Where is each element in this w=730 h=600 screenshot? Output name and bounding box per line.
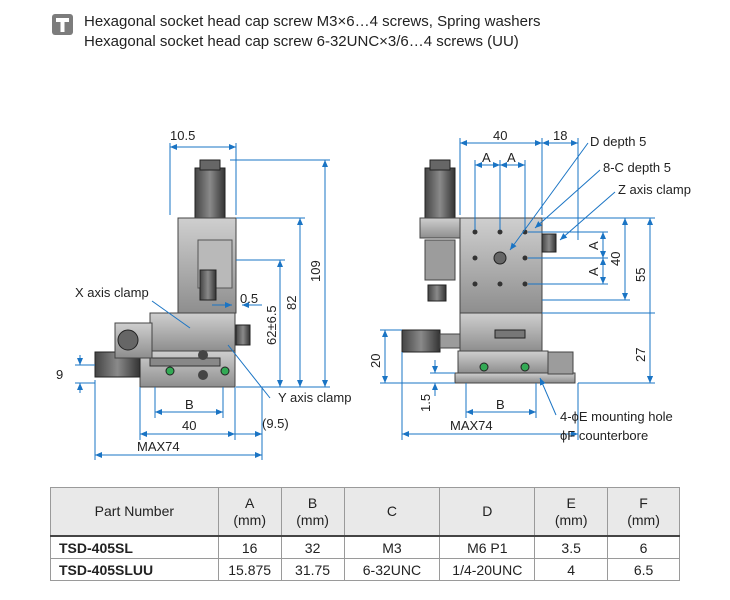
dim-9-5: (9.5) bbox=[262, 416, 289, 431]
dim-9: 9 bbox=[56, 367, 63, 382]
dim-a-top-2: A bbox=[507, 150, 516, 165]
x-slide bbox=[139, 350, 236, 388]
table-cell: M6 P1 bbox=[439, 535, 536, 559]
header-line-1: Hexagonal socket head cap screw M3×6…4 s… bbox=[84, 13, 541, 30]
label-y-axis-clamp: Y axis clamp bbox=[278, 390, 351, 405]
table-row: TSD-405SLUU 15.875 31.75 6-32UNC 1/4-20U… bbox=[50, 558, 680, 581]
label-counterbore: ϕF counterbore bbox=[560, 428, 648, 443]
label-d-depth: D depth 5 bbox=[590, 134, 646, 149]
dim-10-5: 10.5 bbox=[170, 128, 195, 143]
table-cell: 15.875 bbox=[217, 558, 282, 581]
dim-b-left: B bbox=[185, 397, 194, 412]
dim-27: 27 bbox=[633, 348, 648, 362]
dim-55: 55 bbox=[633, 268, 648, 282]
dim-20: 20 bbox=[368, 354, 383, 368]
table-cell: 6 bbox=[607, 535, 680, 559]
dim-a-v-1: A bbox=[586, 241, 601, 250]
label-c-depth: 8-C depth 5 bbox=[603, 160, 671, 175]
dim-a-top-1: A bbox=[482, 150, 491, 165]
dim-a-v-2: A bbox=[586, 267, 601, 276]
dim-max74-left: MAX74 bbox=[137, 439, 180, 454]
table-cell: 3.5 bbox=[534, 535, 609, 559]
front-view bbox=[401, 159, 576, 384]
dim-max74-right: MAX74 bbox=[450, 418, 493, 433]
dim-109: 109 bbox=[308, 260, 323, 282]
header-note: Hexagonal socket head cap screw M3×6…4 s… bbox=[52, 12, 712, 52]
label-mounting-hole: 4-ϕE mounting hole bbox=[560, 409, 673, 424]
dim-b-right: B bbox=[496, 397, 505, 412]
col-header: B(mm) bbox=[280, 487, 345, 537]
col-header: D bbox=[439, 487, 536, 537]
label-x-axis-clamp: X axis clamp bbox=[75, 285, 149, 300]
label-z-axis-clamp: Z axis clamp bbox=[618, 182, 691, 197]
y-slide bbox=[149, 312, 236, 352]
dim-40-left: 40 bbox=[182, 418, 196, 433]
table-cell: 1/4-20UNC bbox=[439, 558, 536, 581]
col-header: C bbox=[343, 487, 441, 537]
table-cell: 31.75 bbox=[280, 558, 345, 581]
table-cell: TSD-405SLUU bbox=[50, 558, 219, 581]
spec-table: Part Number A(mm) B(mm) C D E(mm) F(mm) … bbox=[50, 487, 680, 581]
col-header: F(mm) bbox=[607, 487, 680, 537]
col-header: Part Number bbox=[50, 487, 219, 537]
col-header: E(mm) bbox=[534, 487, 609, 537]
dim-82: 82 bbox=[284, 296, 299, 310]
header-line-2: Hexagonal socket head cap screw 6-32UNC×… bbox=[84, 33, 519, 50]
col-header: A(mm) bbox=[217, 487, 282, 537]
table-header-row: Part Number A(mm) B(mm) C D E(mm) F(mm) bbox=[50, 487, 680, 537]
dim-18: 18 bbox=[553, 128, 567, 143]
dim-62: 62±6.5 bbox=[264, 305, 279, 345]
micrometer-head bbox=[194, 167, 226, 219]
dim-40-v: 40 bbox=[608, 252, 623, 266]
table-cell: 6-32UNC bbox=[343, 558, 441, 581]
screw-icon bbox=[52, 14, 73, 35]
table-cell: 6.5 bbox=[607, 558, 680, 581]
table-cell: 4 bbox=[534, 558, 609, 581]
dim-1-5: 1.5 bbox=[418, 394, 433, 412]
dim-40-top: 40 bbox=[493, 128, 507, 143]
dim-0-5: 0.5 bbox=[240, 291, 258, 306]
table-cell: M3 bbox=[343, 535, 441, 559]
table-cell: 16 bbox=[217, 535, 282, 559]
side-view bbox=[94, 159, 251, 388]
table-cell: 32 bbox=[280, 535, 345, 559]
table-row: TSD-405SL 16 32 M3 M6 P1 3.5 6 bbox=[50, 535, 680, 559]
table-cell: TSD-405SL bbox=[50, 535, 219, 559]
technical-drawing: 10.5 109 82 62±6.5 0.5 9 B 40 (9.5) MAX7… bbox=[56, 128, 691, 460]
